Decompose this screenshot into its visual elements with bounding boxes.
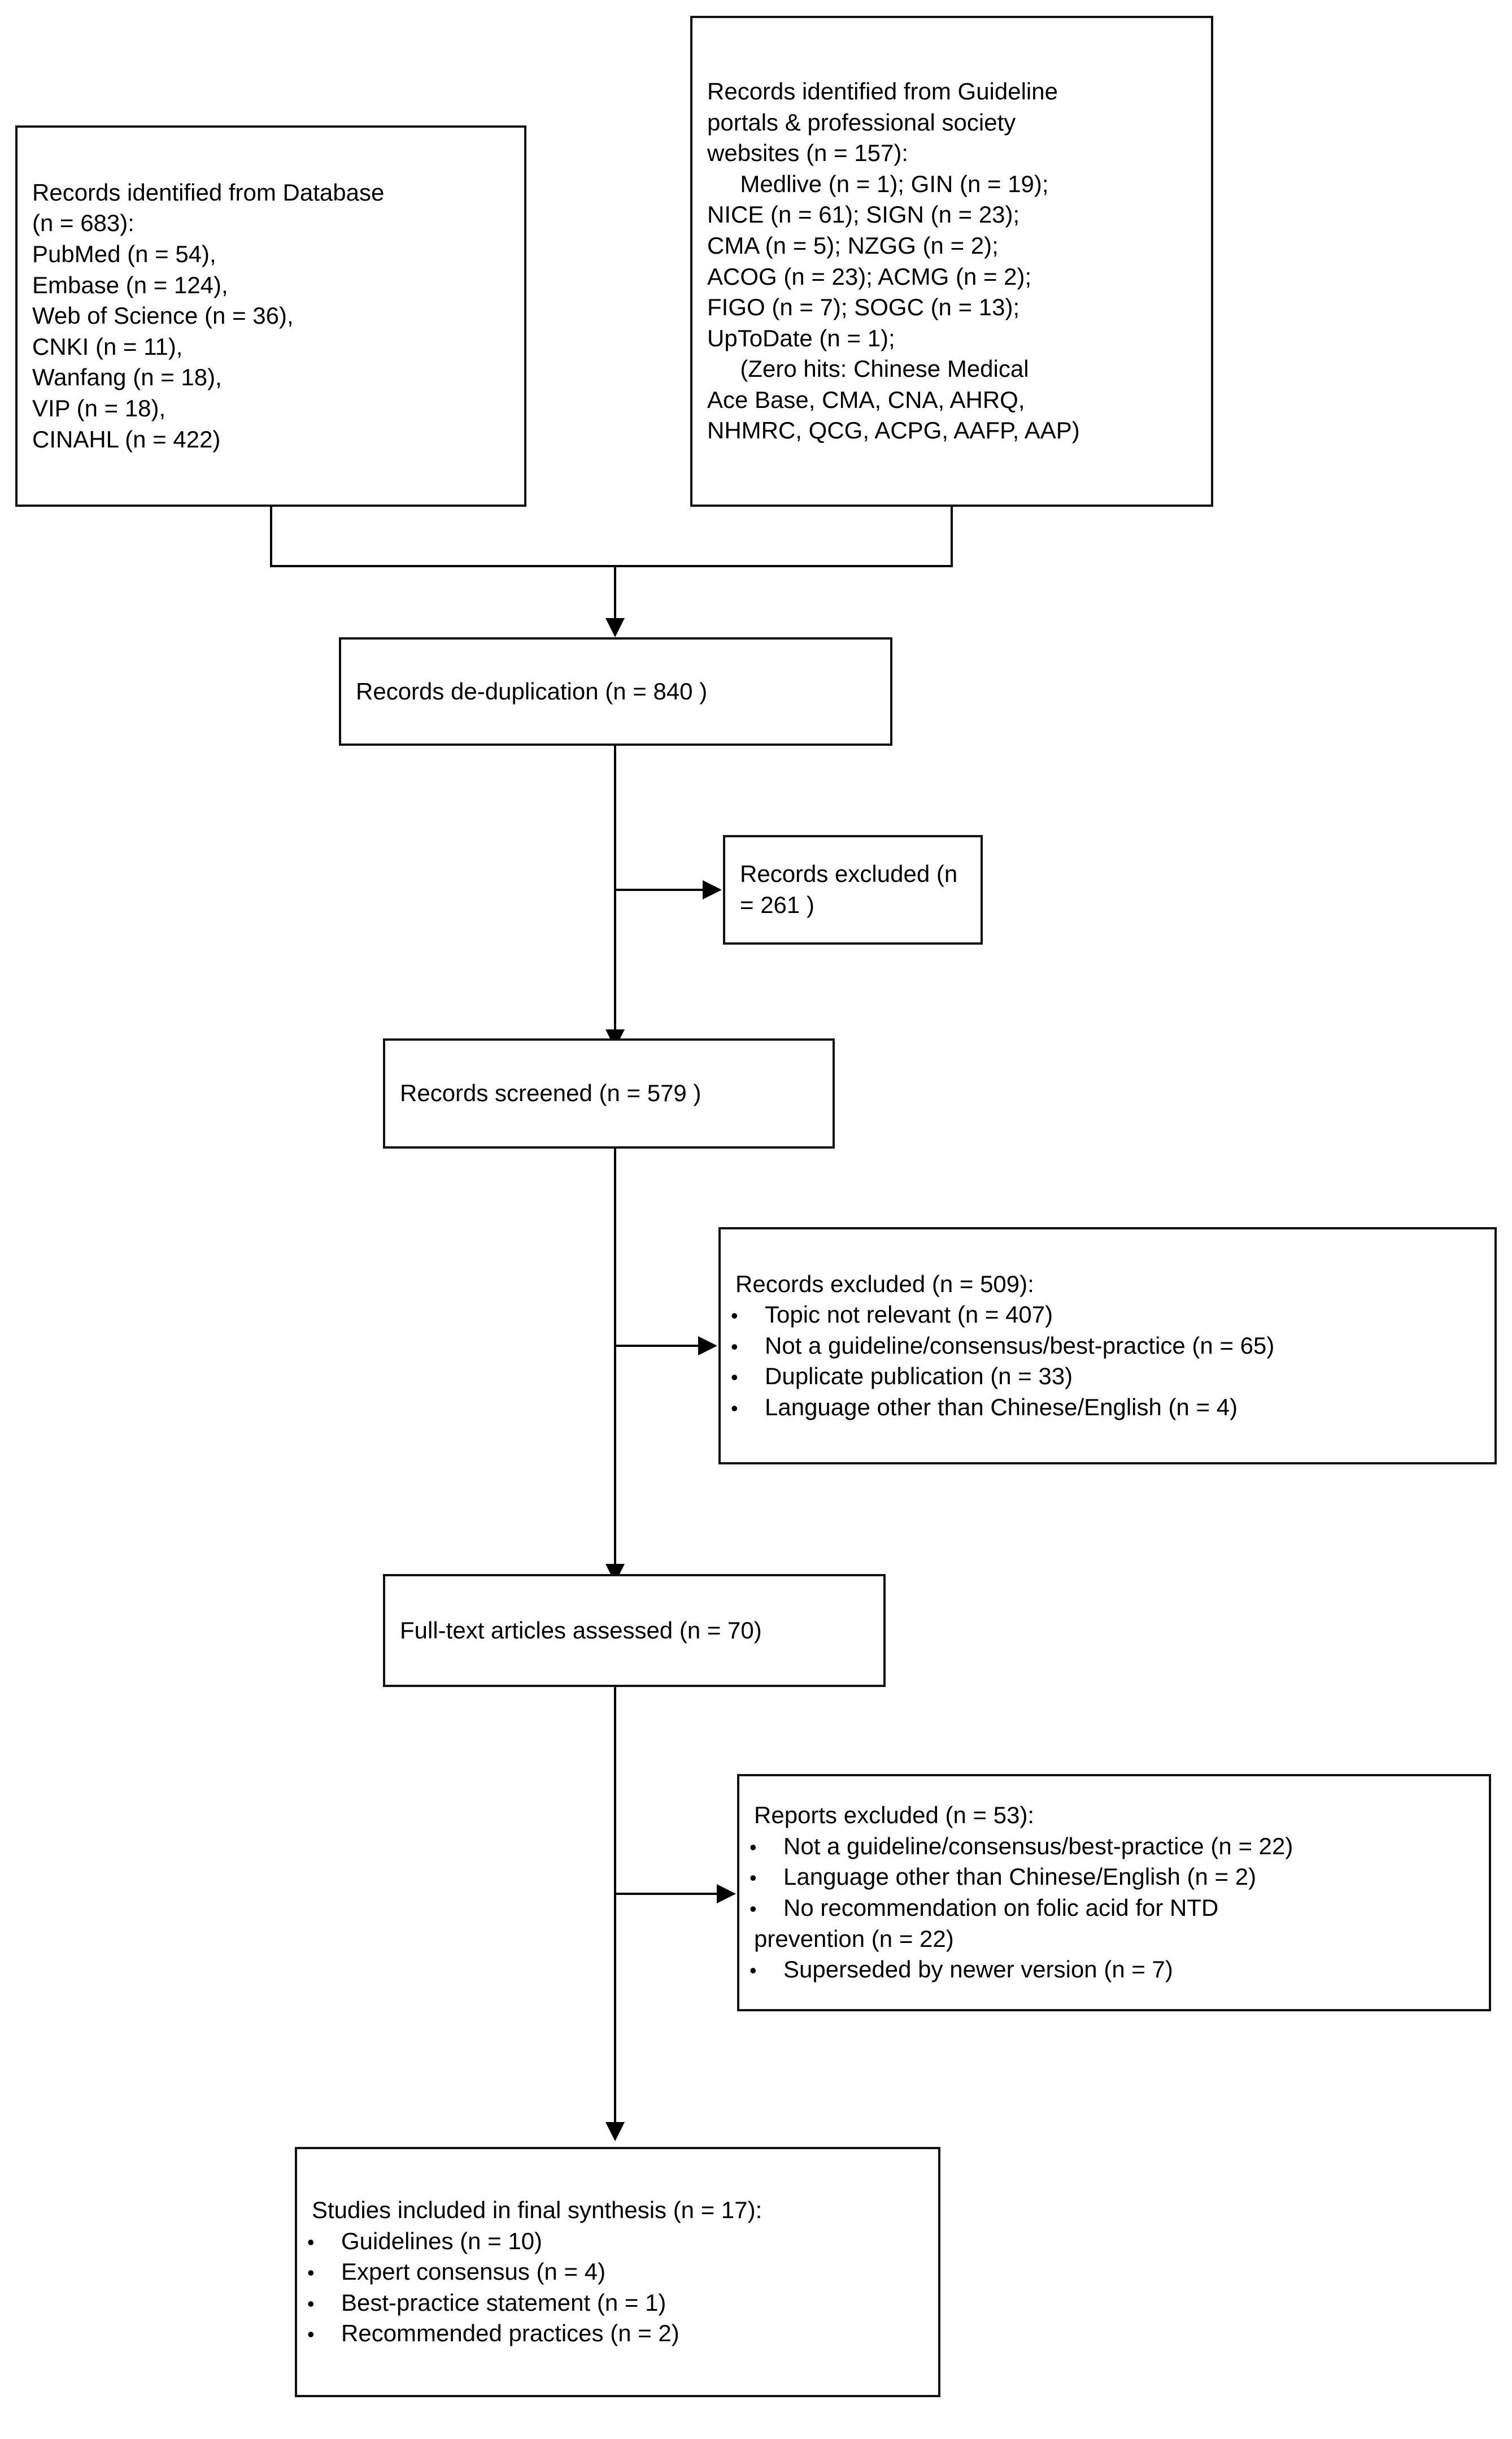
portals-source-1: NICE (n = 61); SIGN (n = 23); [707, 201, 1020, 228]
portals-zero-hits-0: (Zero hits: Chinese Medical [707, 355, 1029, 382]
fulltext-label: Full-text articles assessed (n = 70) [400, 1616, 762, 1644]
connector-screened-to-fulltext [614, 1149, 616, 1571]
excluded509-reason-list: Topic not relevant (n = 407) Not a guide… [735, 1299, 1480, 1423]
box-records-identified-database: Records identified from Database (n = 68… [15, 125, 526, 507]
database-source-6: CINAHL (n = 422) [32, 425, 221, 453]
connector-merge-horizontal [270, 565, 953, 567]
box-records-excluded-261: Records excluded (n = 261 ) [723, 835, 983, 945]
screened-label: Records screened (n = 579 ) [400, 1080, 701, 1107]
excluded509-reason-1: Not a guideline/consensus/best-practice … [735, 1331, 1480, 1362]
connector-database-down [270, 507, 272, 565]
box-fulltext-assessed: Full-text articles assessed (n = 70) [383, 1574, 886, 1687]
included-category-2: Best-practice statement (n = 1) [312, 2288, 923, 2319]
arrowhead-to-excluded509 [698, 1336, 717, 1355]
box-reports-excluded-53: Reports excluded (n = 53): Not a guideli… [737, 1774, 1491, 2011]
reports53-heading: Reports excluded (n = 53): [754, 1802, 1035, 1829]
excluded509-reason-0: Topic not relevant (n = 407) [735, 1299, 1480, 1331]
included-category-0: Guidelines (n = 10) [312, 2226, 923, 2257]
database-source-0: PubMed (n = 54), [32, 241, 216, 268]
reports53-reason-2-wrap: prevention (n = 22) [754, 1925, 954, 1952]
database-source-1: Embase (n = 124), [32, 271, 228, 298]
arrowhead-to-excluded261 [703, 880, 722, 899]
portals-source-2: CMA (n = 5); NZGG (n = 2); [707, 232, 999, 259]
portals-heading-1: Records identified from Guideline [707, 77, 1058, 105]
excluded509-heading: Records excluded (n = 509): [735, 1270, 1034, 1297]
database-source-4: Wanfang (n = 18), [32, 364, 222, 391]
database-source-2: Web of Science (n = 36), [32, 302, 294, 329]
arrowhead-to-included [605, 2122, 625, 2141]
portals-source-3: ACOG (n = 23); ACMG (n = 2); [707, 263, 1032, 290]
box-records-screened: Records screened (n = 579 ) [383, 1038, 835, 1149]
portals-source-5: UpToDate (n = 1); [707, 324, 895, 351]
portals-heading-2: portals & professional society [707, 108, 1016, 136]
reports53-reason-list-continued: Superseded by newer version (n = 7) [754, 1954, 1474, 1985]
portals-zero-hits-2: NHMRC, QCG, ACPG, AAFP, AAP) [707, 417, 1080, 444]
included-category-1: Expert consensus (n = 4) [312, 2257, 923, 2288]
portals-source-0: Medlive (n = 1); GIN (n = 19); [707, 170, 1049, 197]
database-heading: Records identified from Database [32, 179, 385, 206]
included-category-list: Guidelines (n = 10) Expert consensus (n … [312, 2226, 923, 2349]
connector-portals-down [951, 507, 953, 565]
box-records-deduplication: Records de-duplication (n = 840 ) [339, 637, 892, 746]
arrowhead-to-dedup [605, 618, 625, 637]
database-count: (n = 683): [32, 210, 134, 237]
portals-heading-3: websites (n = 157): [707, 140, 909, 167]
excluded509-reason-3: Language other than Chinese/English (n =… [735, 1392, 1480, 1423]
connector-fulltext-to-included [614, 1687, 616, 2129]
included-heading: Studies included in final synthesis (n =… [312, 2197, 762, 2224]
box-records-identified-portals: Records identified from Guideline portal… [690, 16, 1213, 507]
connector-fulltext-to-reports-excluded [614, 1893, 718, 1895]
included-category-3: Recommended practices (n = 2) [312, 2318, 923, 2349]
excluded509-reason-2: Duplicate publication (n = 33) [735, 1361, 1480, 1392]
box-records-excluded-509: Records excluded (n = 509): Topic not re… [718, 1227, 1497, 1464]
reports53-reason-list: Not a guideline/consensus/best-practice … [754, 1831, 1474, 1924]
database-source-5: VIP (n = 18), [32, 394, 166, 421]
dedup-label: Records de-duplication (n = 840 ) [356, 677, 708, 705]
excluded261-label: Records excluded (n = 261 ) [740, 860, 964, 918]
reports53-reason-2: No recommendation on folic acid for NTD [754, 1893, 1474, 1924]
reports53-reason-3: Superseded by newer version (n = 7) [754, 1954, 1474, 1985]
arrowhead-to-reports-excluded [717, 1884, 736, 1903]
connector-screened-to-excluded509 [614, 1345, 700, 1347]
reports53-reason-1: Language other than Chinese/English (n =… [754, 1862, 1474, 1893]
reports53-reason-0: Not a guideline/consensus/best-practice … [754, 1831, 1474, 1862]
box-studies-included: Studies included in final synthesis (n =… [295, 2147, 940, 2397]
database-source-3: CNKI (n = 11), [32, 333, 183, 360]
portals-source-4: FIGO (n = 7); SOGC (n = 13); [707, 294, 1020, 321]
portals-zero-hits-1: Ace Base, CMA, CNA, AHRQ, [707, 386, 1025, 413]
connector-merge-to-dedup [614, 565, 616, 619]
connector-dedup-to-excluded261 [614, 889, 704, 891]
connector-dedup-to-screened [614, 746, 616, 1037]
